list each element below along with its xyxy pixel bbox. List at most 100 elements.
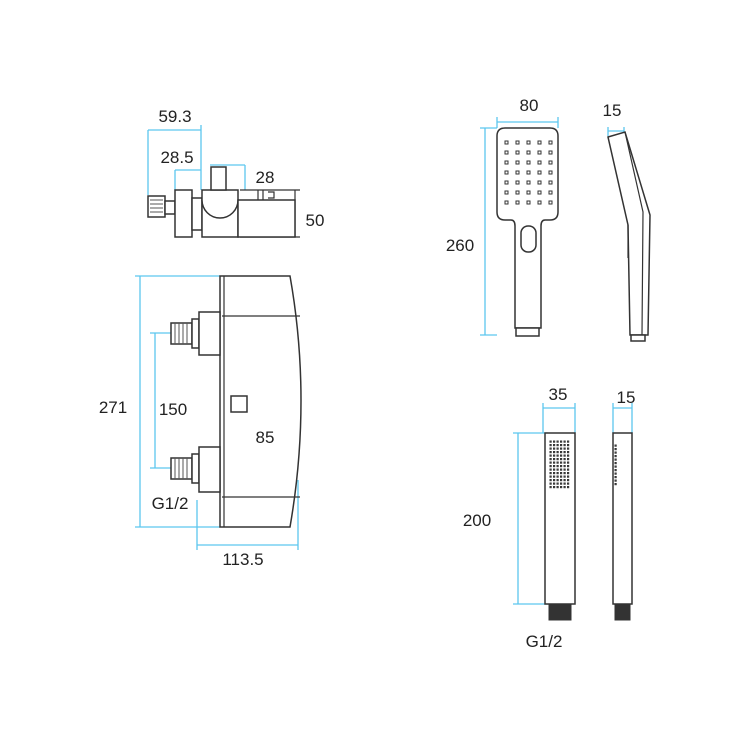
nozzle	[548, 170, 553, 175]
nozzle	[549, 458, 552, 461]
nozzle	[614, 479, 617, 482]
nozzle	[614, 469, 617, 472]
dimension-lines-hand-shower	[480, 117, 625, 336]
nut	[191, 197, 203, 231]
thread-label-g1-2-stick: G1/2	[526, 632, 563, 651]
nozzle	[526, 140, 531, 145]
nozzle	[504, 150, 509, 155]
nozzle	[553, 461, 556, 464]
nozzle	[567, 482, 570, 485]
stick-shower-front	[544, 432, 576, 605]
nozzle	[614, 472, 617, 475]
nozzle	[556, 465, 559, 468]
nozzle	[556, 447, 559, 450]
nozzle	[563, 468, 566, 471]
nozzle	[553, 444, 556, 447]
nozzle	[526, 170, 531, 175]
nozzle	[563, 475, 566, 478]
hand-shower-connector	[515, 327, 540, 337]
nozzle	[549, 482, 552, 485]
stick-shower-view: 35 15 200 G1/2	[463, 385, 636, 651]
nozzle	[560, 482, 563, 485]
dim-label-260: 260	[446, 236, 474, 255]
stick-side-connector	[614, 603, 631, 621]
nozzle	[537, 160, 542, 165]
dim-label-15-top: 15	[603, 101, 622, 120]
stick-spray-nozzles	[549, 440, 570, 489]
nozzle	[560, 479, 563, 482]
nozzle	[563, 458, 566, 461]
stick-connector	[548, 603, 572, 621]
nozzle	[614, 465, 617, 468]
nozzle	[549, 465, 552, 468]
nozzle	[553, 482, 556, 485]
nozzle	[560, 468, 563, 471]
dim-label-200: 200	[463, 511, 491, 530]
nozzle	[563, 465, 566, 468]
nozzle	[556, 461, 559, 464]
dimension-lines-stick-shower	[513, 403, 633, 605]
dim-label-113-5: 113.5	[222, 550, 263, 569]
nozzle	[560, 472, 563, 475]
dim-label-85: 85	[256, 428, 275, 447]
nozzle	[548, 150, 553, 155]
nozzle	[560, 447, 563, 450]
nozzle	[560, 440, 563, 443]
nozzle	[567, 440, 570, 443]
dim-label-80: 80	[520, 96, 539, 115]
valve-body	[219, 275, 302, 528]
nozzle	[563, 482, 566, 485]
nozzle	[614, 458, 617, 461]
knob	[210, 166, 227, 191]
nozzle	[515, 150, 520, 155]
indicator-square	[230, 395, 248, 413]
dim-label-50: 50	[306, 211, 325, 230]
nozzle	[526, 150, 531, 155]
side-spray-nozzles	[614, 444, 617, 486]
nozzle	[549, 454, 552, 457]
nozzle	[553, 454, 556, 457]
nozzle	[548, 140, 553, 145]
dimension-lines-top	[147, 125, 246, 195]
nozzle	[537, 150, 542, 155]
inlet-thread	[147, 195, 166, 218]
nozzle	[563, 440, 566, 443]
nozzle	[563, 461, 566, 464]
spray-nozzles	[504, 140, 553, 205]
nozzle	[549, 472, 552, 475]
nozzle	[553, 458, 556, 461]
nozzle	[560, 461, 563, 464]
nozzle	[553, 486, 556, 489]
hand-shower-view: 80 260 15	[446, 96, 651, 342]
nozzle	[567, 461, 570, 464]
nozzle	[614, 483, 617, 486]
nozzle	[553, 440, 556, 443]
dim-label-59-3: 59.3	[158, 107, 191, 126]
nozzle	[556, 444, 559, 447]
nozzle	[504, 140, 509, 145]
nozzle	[567, 475, 570, 478]
nozzle	[567, 458, 570, 461]
nozzle	[504, 180, 509, 185]
dim-label-35: 35	[549, 385, 568, 404]
nozzle	[563, 486, 566, 489]
nozzle	[614, 476, 617, 479]
nozzle	[537, 170, 542, 175]
nozzle	[556, 475, 559, 478]
nozzle	[563, 444, 566, 447]
nozzle	[553, 447, 556, 450]
nozzle	[560, 465, 563, 468]
nozzle	[549, 475, 552, 478]
inlet-fitting-bottom	[170, 446, 221, 493]
nozzle	[553, 475, 556, 478]
nozzle	[537, 200, 542, 205]
nozzle	[560, 486, 563, 489]
thread-label-g1-2: G1/2	[152, 494, 189, 513]
nozzle	[567, 454, 570, 457]
nozzle	[560, 451, 563, 454]
nozzle	[563, 472, 566, 475]
nozzle	[553, 472, 556, 475]
nozzle	[556, 479, 559, 482]
nozzle	[563, 454, 566, 457]
nozzle	[515, 180, 520, 185]
